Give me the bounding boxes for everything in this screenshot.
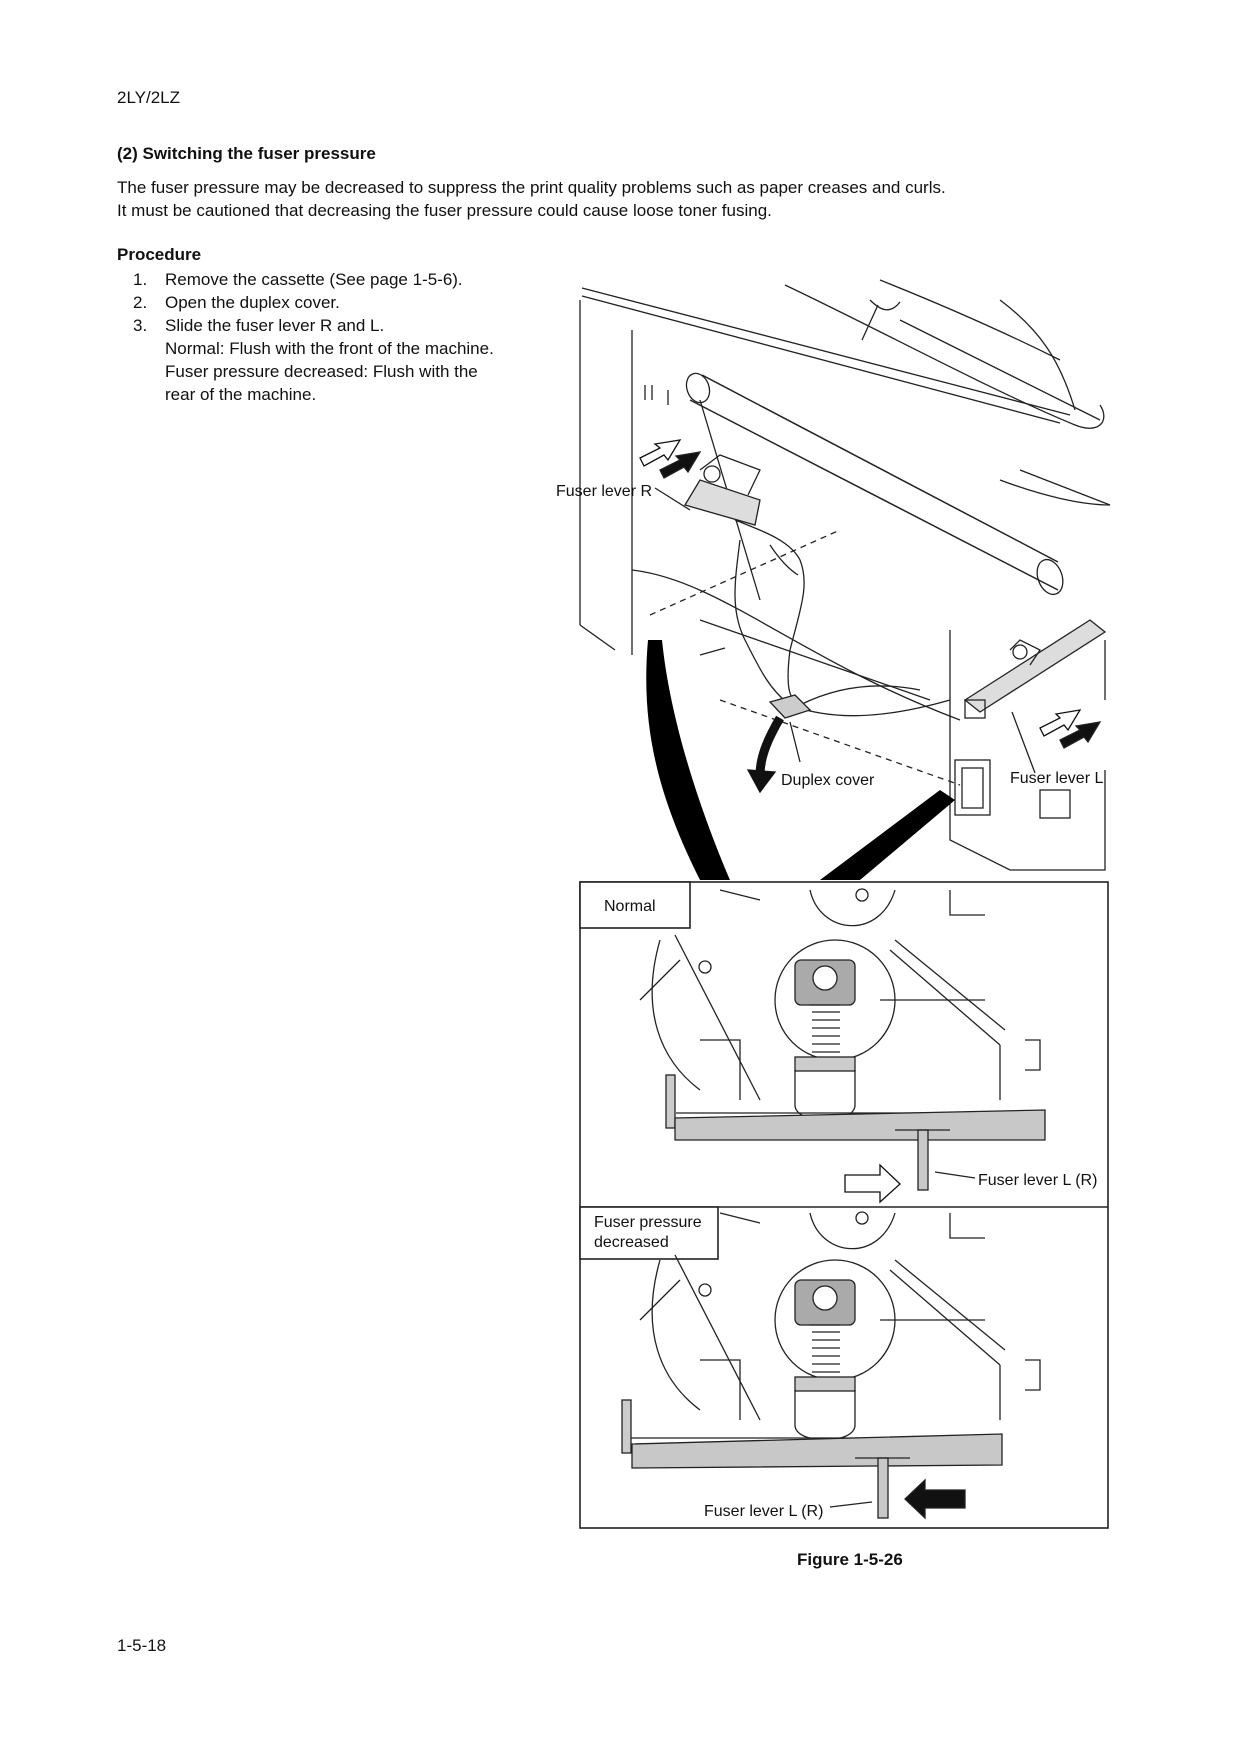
intro-paragraph-line-2: It must be cautioned that decreasing the… bbox=[117, 201, 772, 220]
machine-drawing bbox=[579, 279, 1111, 880]
decreased-label-box bbox=[579, 1206, 719, 1260]
model-code: 2LY/2LZ bbox=[117, 88, 181, 107]
step-number: 3. bbox=[133, 316, 148, 335]
procedure-step: 1. Remove the cassette (See page 1-5-6). bbox=[133, 268, 494, 291]
decreased-mechanism-drawing bbox=[621, 1211, 1041, 1520]
step-text: rear of the machine. bbox=[165, 385, 317, 404]
normal-fuser-lever-lr-label: Fuser lever L (R) bbox=[978, 1172, 1097, 1189]
step-text: Normal: Flush with the front of the mach… bbox=[165, 339, 494, 358]
step-text: Open the duplex cover. bbox=[165, 293, 340, 312]
step-text: Remove the cassette (See page 1-5-6). bbox=[165, 270, 463, 289]
figure-caption: Figure 1-5-26 bbox=[797, 1550, 903, 1569]
open-direction-arrow-icon bbox=[746, 715, 784, 794]
inset-frame bbox=[579, 881, 1109, 1529]
normal-label-box bbox=[579, 881, 691, 929]
leader-line bbox=[654, 487, 691, 511]
page-number: 1-5-18 bbox=[117, 1636, 167, 1655]
step-text: Slide the fuser lever R and L. bbox=[165, 316, 385, 335]
leader-line bbox=[789, 721, 801, 763]
decreased-fuser-lever-lr-label: Fuser lever L (R) bbox=[704, 1503, 823, 1520]
procedure-step: 2. Open the duplex cover. bbox=[133, 291, 494, 314]
procedure-title: Procedure bbox=[117, 245, 202, 264]
normal-label: Normal bbox=[604, 898, 656, 915]
fuser-lever-l-label: Fuser lever L bbox=[1010, 770, 1103, 787]
section-title: (2) Switching the fuser pressure bbox=[117, 144, 376, 163]
step-text: Fuser pressure decreased: Flush with the bbox=[165, 362, 478, 381]
duplex-cover-label: Duplex cover bbox=[781, 772, 875, 789]
step-number: 2. bbox=[133, 293, 148, 312]
slide-arrow-icon bbox=[1039, 709, 1102, 749]
leader-line bbox=[1011, 711, 1036, 774]
decreased-label-line-1: Fuser pressure bbox=[594, 1214, 702, 1231]
procedure-steps: 1. Remove the cassette (See page 1-5-6).… bbox=[133, 268, 494, 406]
procedure-step: 3. Slide the fuser lever R and L. Normal… bbox=[133, 314, 494, 406]
slide-arrow-icon bbox=[639, 439, 702, 479]
step-number: 1. bbox=[133, 270, 148, 289]
normal-mechanism-drawing bbox=[639, 888, 1046, 1204]
intro-paragraph-line-1: The fuser pressure may be decreased to s… bbox=[117, 178, 946, 197]
decreased-label-line-2: decreased bbox=[594, 1234, 669, 1251]
fuser-lever-r-label: Fuser lever R bbox=[556, 483, 652, 500]
